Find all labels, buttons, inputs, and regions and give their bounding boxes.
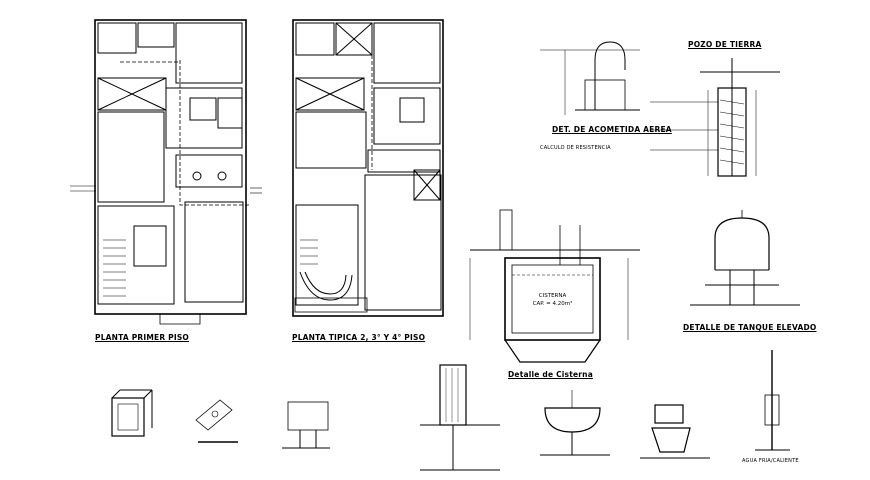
tank-title: DETALLE DE TANQUE ELEVADO <box>683 323 817 332</box>
cistern-detail <box>469 209 640 363</box>
water-heater-detail <box>420 364 500 471</box>
hot-water-riser <box>755 350 790 451</box>
aerial-connection-title: DET. DE ACOMETIDA AEREA <box>552 125 672 134</box>
earth-well-detail <box>650 58 780 177</box>
cistern-capacity: CAP. = 4.20m³ <box>532 301 573 307</box>
elevated-tank-detail <box>690 210 800 306</box>
well-title: POZO DE TIERRA <box>688 40 762 49</box>
first-floor-plan <box>70 19 262 325</box>
first-floor-title: PLANTA PRIMER PISO <box>95 333 190 342</box>
resistance-title: CALCULO DE RESISTENCIA <box>540 145 611 151</box>
typical-floor-title: PLANTA TIPICA 2, 3° Y 4° PISO <box>292 333 426 342</box>
cistern-title: Detalle de Cisterna <box>508 370 593 379</box>
sink-section <box>282 401 330 449</box>
junction-box-detail <box>111 389 153 437</box>
outlet-detail <box>195 399 238 443</box>
lavatory-elevation <box>540 390 610 456</box>
toilet-elevation <box>640 404 710 459</box>
aerial-connection-detail <box>540 41 640 115</box>
cistern-name: CISTERNA <box>538 293 567 299</box>
hot-water-label: AGUA FRIA/CALIENTE <box>742 458 799 464</box>
typical-floor-plan <box>292 19 444 317</box>
